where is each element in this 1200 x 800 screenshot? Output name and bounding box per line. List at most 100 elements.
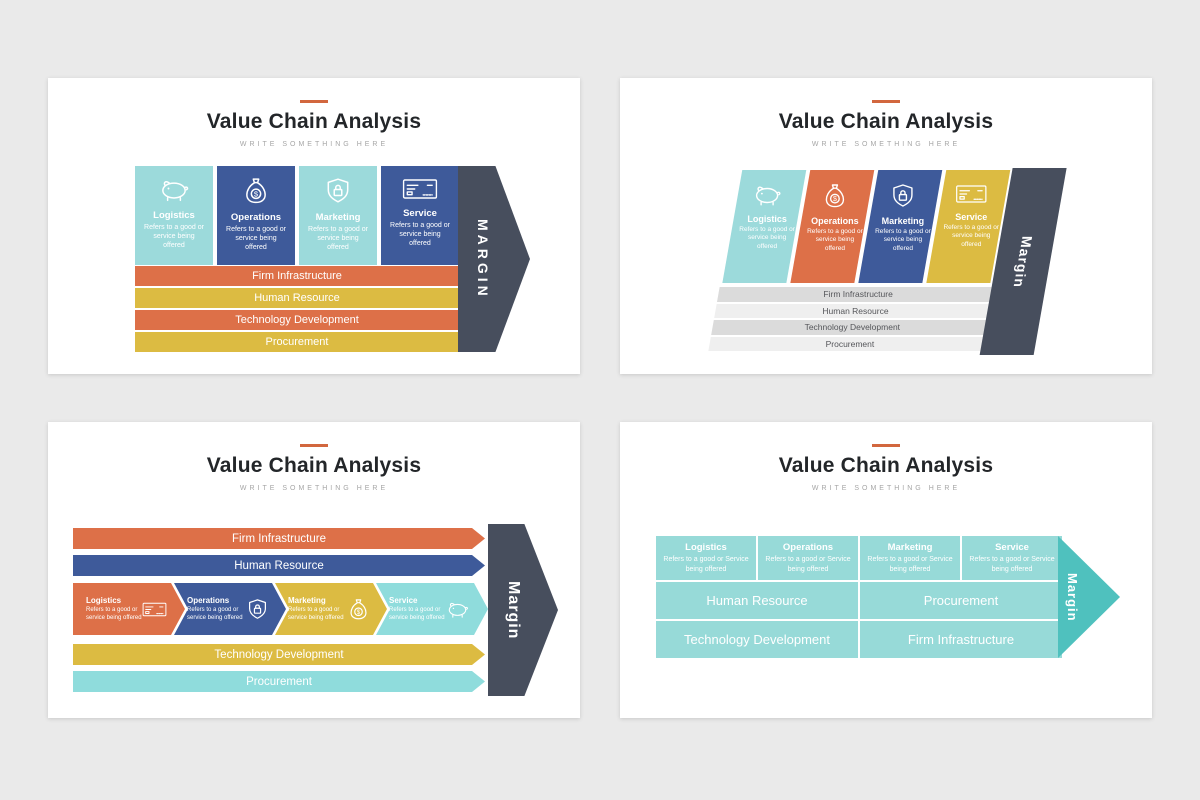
column-label: Operations	[811, 216, 859, 226]
slide-subtitle: WRITE SOMETHING HERE	[811, 141, 961, 148]
cell-label: Marketing	[887, 542, 933, 554]
accent-line	[872, 100, 900, 103]
cell-desc: Refers to a good or Service being offere…	[663, 556, 749, 573]
column-desc: Refers to a good or service being offere…	[390, 222, 450, 248]
cell-firm-infrastructure: Firm Infrastructure	[860, 621, 1062, 658]
money-bag-icon	[243, 177, 269, 205]
header-cell-operations: Operations Refers to a good or Service b…	[758, 536, 858, 580]
support-bar-human-resource: Human Resource	[714, 303, 997, 318]
support-activities: Firm Infrastructure Human Resource Techn…	[708, 287, 1000, 353]
cell-label: Firm Infrastructure	[907, 632, 1015, 647]
bar-label: Technology Development	[235, 314, 359, 326]
chevron-desc: Refers to a good or service being offere…	[187, 606, 243, 621]
column-label: Service	[403, 208, 437, 219]
value-chain-table: Logistics Refers to a good or Service be…	[656, 536, 1062, 658]
header-cell-logistics: Logistics Refers to a good or Service be…	[656, 536, 756, 580]
margin-arrow: Margin	[1058, 536, 1120, 658]
support-activities: Firm Infrastructure Human Resource Techn…	[135, 266, 459, 354]
money-bag-icon	[348, 598, 369, 621]
column-marketing: Marketing Refers to a good or service be…	[299, 166, 377, 265]
support-bar-technology-development: Technology Development	[135, 310, 459, 330]
chevron-desc: Refers to a good or service being offere…	[288, 606, 344, 621]
slide-value-chain-skewed[interactable]: Value Chain Analysis WRITE SOMETHING HER…	[620, 78, 1152, 374]
shield-lock-icon	[325, 177, 351, 205]
column-desc: Refers to a good or service being offere…	[144, 224, 204, 250]
bar-label: Human Resource	[234, 559, 324, 572]
chevron-logistics: Logistics Refers to a good or service be…	[73, 583, 185, 635]
bar-label: Firm Infrastructure	[232, 532, 326, 545]
money-bag-icon	[823, 183, 847, 209]
piggy-bank-icon	[751, 183, 783, 207]
slide-title: Value Chain Analysis	[778, 454, 994, 477]
cell-human-resource: Human Resource	[656, 582, 858, 619]
margin-label: MARGIN	[475, 218, 491, 300]
column-desc: Refers to a good or service being offere…	[943, 224, 1000, 248]
slide-title: Value Chain Analysis	[206, 454, 422, 477]
chevron-label: Marketing	[288, 595, 326, 605]
chevron-label: Service	[389, 595, 418, 605]
slide-value-chain-table[interactable]: Value Chain Analysis WRITE SOMETHING HER…	[620, 422, 1152, 718]
bar-label: Procurement	[246, 675, 312, 688]
cell-label: Logistics	[685, 542, 727, 554]
cell-desc: Refers to a good or Service being offere…	[969, 556, 1055, 573]
cheque-icon	[402, 177, 438, 201]
support-bar-firm-infrastructure: Firm Infrastructure	[135, 266, 459, 286]
slide-subtitle: WRITE SOMETHING HERE	[239, 485, 389, 492]
slide-value-chain-chevrons[interactable]: Value Chain Analysis WRITE SOMETHING HER…	[48, 422, 580, 718]
column-label: Operations	[230, 212, 282, 223]
column-label: Marketing	[315, 212, 361, 223]
chevron-operations: Operations Refers to a good or service b…	[174, 583, 286, 635]
column-label: Marketing	[881, 216, 925, 226]
column-desc: Refers to a good or service being offere…	[807, 228, 863, 252]
slide-value-chain-columns[interactable]: Value Chain Analysis WRITE SOMETHING HER…	[48, 78, 580, 374]
support-bar-technology-development: Technology Development	[711, 320, 994, 335]
header-cell-service: Service Refers to a good or Service bein…	[962, 536, 1062, 580]
bar-label: Procurement	[265, 336, 329, 348]
primary-activity-chevrons: Logistics Refers to a good or service be…	[73, 583, 477, 635]
chevron-label: Operations	[187, 595, 230, 605]
chevron-service: Service Refers to a good or service bein…	[376, 583, 488, 635]
accent-line	[300, 100, 328, 103]
cell-procurement: Procurement	[860, 582, 1062, 619]
margin-label: Margin	[1010, 235, 1036, 288]
cell-desc: Refers to a good or Service being offere…	[867, 556, 953, 573]
column-service: Service Refers to a good or service bein…	[381, 166, 459, 265]
bar-label: Human Resource	[254, 292, 340, 304]
cell-label: Technology Development	[684, 632, 830, 647]
chevron-marketing: Marketing Refers to a good or service be…	[275, 583, 387, 635]
cheque-icon	[142, 600, 167, 619]
column-desc: Refers to a good or service being offere…	[875, 228, 931, 252]
bar-firm-infrastructure: Firm Infrastructure	[73, 528, 485, 549]
cell-label: Service	[995, 542, 1029, 554]
column-label: Logistics	[747, 214, 787, 224]
primary-activities: Logistics Refers to a good or service be…	[135, 166, 459, 265]
cell-label: Operations	[782, 542, 834, 554]
chevron-desc: Refers to a good or service being offere…	[389, 606, 445, 621]
bar-human-resource: Human Resource	[73, 555, 485, 576]
slide-header: Value Chain Analysis WRITE SOMETHING HER…	[620, 444, 1152, 492]
column-logistics: Logistics Refers to a good or service be…	[135, 166, 213, 265]
column-label: Service	[955, 212, 988, 222]
piggy-bank-icon	[157, 177, 191, 203]
slide-subtitle: WRITE SOMETHING HERE	[239, 141, 389, 148]
cell-label: Human Resource	[706, 593, 808, 608]
column-desc: Refers to a good or service being offere…	[739, 226, 795, 250]
column-label: Logistics	[153, 210, 195, 221]
skewed-diagram: Logistics Refers to a good or service be…	[708, 168, 1070, 355]
slide-subtitle: WRITE SOMETHING HERE	[811, 485, 961, 492]
margin-label: Margin	[505, 580, 522, 640]
bar-label: Technology Development	[804, 322, 901, 333]
bar-technology-development: Technology Development	[73, 644, 485, 665]
support-bar-procurement: Procurement	[708, 336, 991, 351]
cheque-icon	[955, 183, 987, 205]
chevron-desc: Refers to a good or service being offere…	[86, 606, 142, 621]
margin-arrow: MARGIN	[458, 166, 530, 352]
margin-arrow: Margin	[488, 524, 558, 696]
shield-lock-icon	[891, 183, 915, 209]
piggy-bank-icon	[445, 599, 470, 620]
accent-line	[872, 444, 900, 447]
bar-label: Firm Infrastructure	[823, 289, 894, 300]
slide-title: Value Chain Analysis	[778, 110, 994, 133]
bar-label: Procurement	[825, 338, 874, 349]
cell-technology-development: Technology Development	[656, 621, 858, 658]
